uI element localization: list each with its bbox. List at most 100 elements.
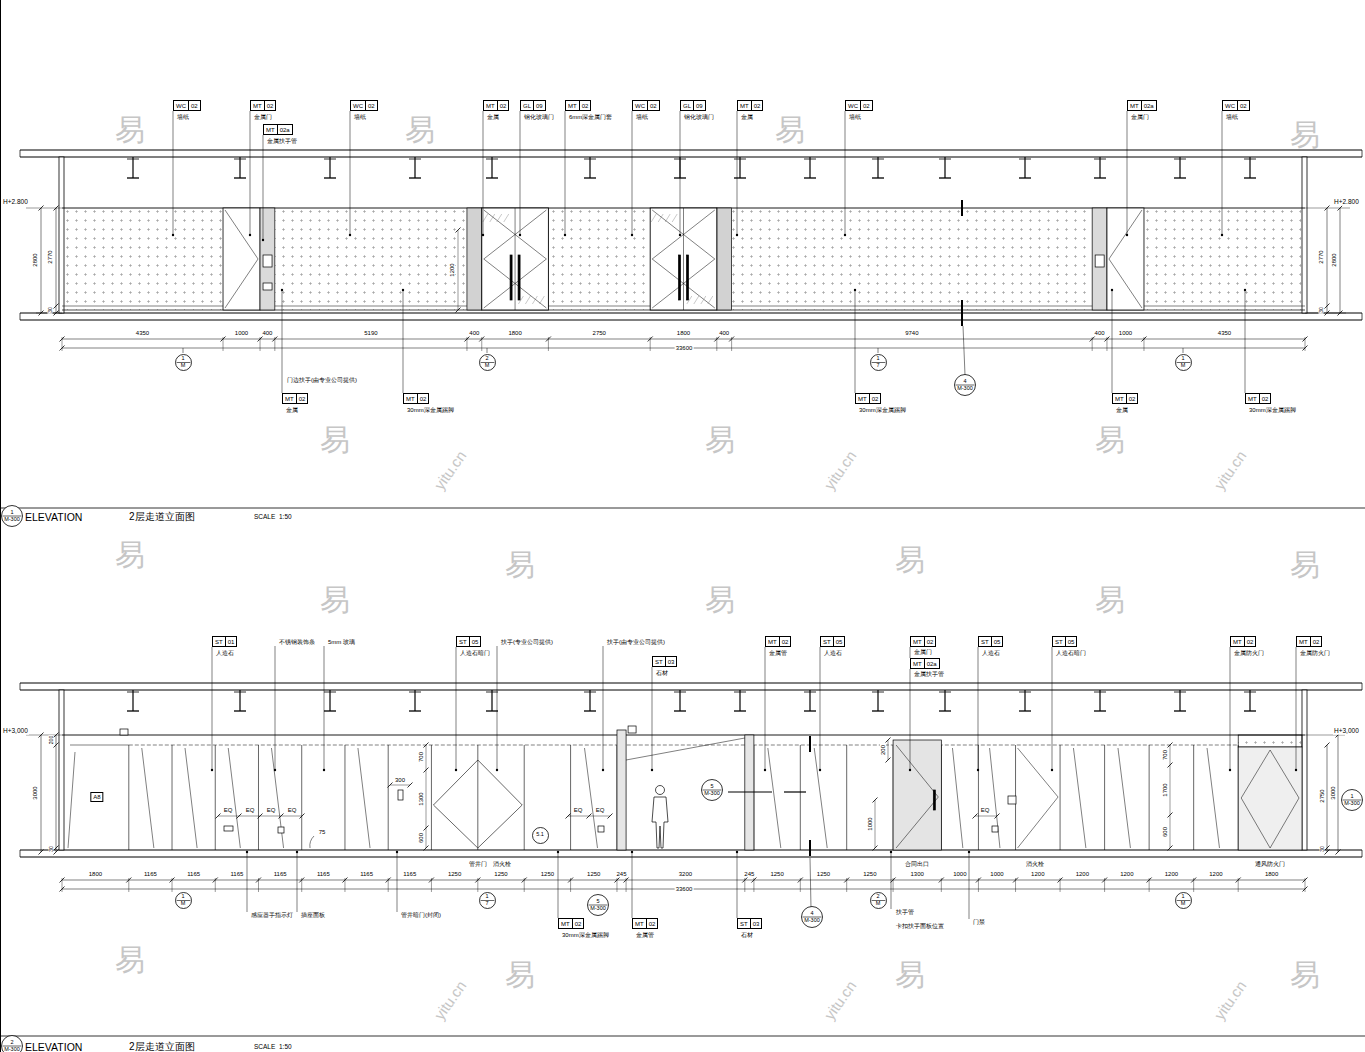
material-note: 金属 [740, 114, 754, 120]
section-leader [810, 858, 811, 908]
glass-hatch [532, 296, 537, 304]
panel-joint [258, 745, 259, 850]
material-note: 钢化玻璃门 [523, 114, 555, 120]
material-note: 扶手(由专业公司提供) [606, 639, 666, 645]
level-mark: H+3,000 [1333, 728, 1360, 735]
metal-door [893, 740, 941, 850]
i-beam [1099, 690, 1100, 711]
dimension-tick [1168, 846, 1173, 851]
material-tag: MT02 [403, 393, 429, 404]
leader-line [1112, 290, 1113, 393]
panel-joint [800, 745, 801, 850]
marker-circle [2, 506, 23, 527]
drawing-line [1362, 313, 1363, 320]
leader-line [1296, 647, 1297, 770]
material-tag: WC02 [845, 100, 873, 111]
i-beam [414, 157, 415, 178]
leader-dot [246, 851, 248, 853]
dimension-tick [39, 850, 44, 855]
marker-number: 2 [479, 356, 496, 362]
i-beam [409, 710, 421, 711]
level-mark: H+2.800 [1333, 199, 1360, 206]
leader-dot [1295, 769, 1297, 771]
i-beam [234, 692, 246, 693]
dimension-tick [60, 887, 65, 892]
dimension-tick [844, 878, 849, 883]
i-beam [1019, 692, 1031, 693]
dimension-text: EQ [223, 807, 234, 813]
dimension-tick [1303, 887, 1308, 892]
i-beam [239, 157, 240, 178]
panel-joint [524, 745, 525, 850]
leader-dot [968, 851, 970, 853]
dimension-tick [714, 337, 719, 342]
marker-outline [587, 894, 609, 916]
dimension-tick [1147, 878, 1152, 883]
section-marker: 1M-300 [1341, 789, 1363, 811]
scale-text: SCALE [253, 1044, 276, 1051]
dimension-tick [475, 878, 480, 883]
concealed-door [433, 760, 522, 848]
stone-vein [1207, 748, 1219, 848]
dimension-text: 3000 [32, 785, 38, 800]
stone-vein [952, 748, 962, 848]
handrail-bracket [263, 255, 272, 267]
dimension-tick [299, 878, 304, 883]
tag-code: ST [457, 637, 469, 646]
tag-number: 02 [579, 101, 591, 110]
marker-circle [479, 892, 495, 908]
i-beam [872, 159, 884, 160]
marker-circle [532, 827, 548, 843]
marker-number: 1 [1175, 894, 1192, 900]
dimension-tick [272, 337, 277, 342]
i-beam [584, 177, 596, 178]
leader-line [737, 852, 738, 918]
tag-number: 02 [860, 101, 872, 110]
human-figure [652, 797, 668, 848]
i-beam [127, 710, 139, 711]
i-beam [329, 690, 330, 711]
material-tag: ST05 [1052, 636, 1077, 647]
leader-dot [819, 769, 821, 771]
material-tag: ST03 [652, 656, 677, 667]
panel-joint [1104, 745, 1105, 850]
leader-dot [519, 234, 521, 236]
dimension-text: 245 [616, 871, 628, 877]
sprinkler [120, 729, 128, 735]
axis-bubble: 1M [175, 354, 192, 371]
watermark: 易 [114, 115, 146, 145]
watermark: 易 [704, 585, 736, 615]
dimension-text: 400 [261, 330, 273, 336]
handrail-bracket [263, 283, 272, 290]
glass-hatch [658, 214, 663, 222]
marker-circle [1342, 790, 1363, 811]
leader-line [397, 852, 398, 912]
dimension-line [1327, 208, 1328, 313]
level-mark: H+3,000 [2, 728, 29, 735]
i-beam [1094, 159, 1106, 160]
dimension-tick [624, 878, 629, 883]
dimension-tick [798, 878, 803, 883]
glass-door [650, 208, 717, 310]
material-note: 金属 [486, 114, 500, 120]
glass-hatch [504, 214, 509, 222]
panel-joint [1060, 745, 1061, 850]
sheet-border [0, 0, 1, 1052]
tag-number: 02 [1259, 394, 1271, 403]
dimension-text: 1000 [989, 871, 1004, 877]
dimension-tick [1303, 337, 1308, 342]
slab-line [20, 157, 1362, 158]
i-beam [872, 710, 884, 711]
tag-code: ST [738, 919, 750, 928]
dimension-text: 33600 [675, 345, 694, 351]
i-beam [1094, 177, 1106, 178]
leader-dot [764, 769, 766, 771]
leader-line [565, 111, 566, 235]
door-handle [518, 255, 520, 300]
i-beam [1179, 690, 1180, 711]
door-handle [510, 255, 512, 300]
leader-line [737, 111, 738, 235]
watermark: 易 [114, 540, 146, 570]
